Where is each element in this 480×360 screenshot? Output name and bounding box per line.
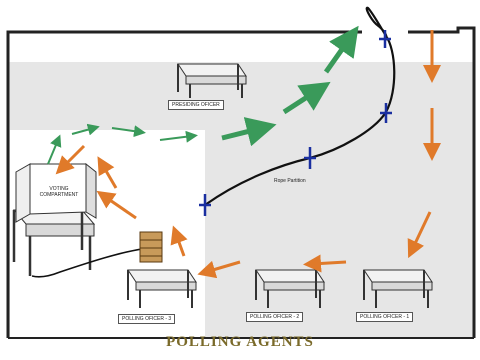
rope-post-icon	[380, 103, 392, 123]
room-wall-left-top	[6, 30, 362, 338]
ballot-cable	[31, 247, 149, 278]
rope-partition-label: Rope Partition	[274, 178, 306, 184]
room-wall-right	[408, 26, 476, 338]
polling-officer-1-label: POLLING OFICER - 1	[356, 312, 414, 322]
polling-agents-heading: POLLING AGENTS	[166, 334, 314, 350]
rope-post-icon	[199, 194, 211, 216]
polling-officer-2-table-icon	[255, 269, 325, 308]
polling-officer-2-label: POLLING OFICER - 2	[246, 312, 304, 322]
rope-partition	[204, 6, 396, 206]
ballot-box-icon	[139, 231, 163, 263]
entry-path-arrows	[55, 30, 441, 279]
exit-path-arrows	[47, 25, 359, 165]
polling-officer-3-label: POLLING OFICER - 3	[118, 314, 176, 324]
presiding-officer-label: PRESIDING OFICER	[168, 100, 224, 110]
rope-post-icon	[379, 30, 391, 48]
presiding-officer-table-icon	[177, 63, 247, 98]
polling-officer-1-table-icon	[363, 269, 433, 308]
voting-screen	[15, 162, 97, 223]
voting-compartment-label: VOTING COMPARTMENT	[39, 186, 79, 198]
polling-officer-3-table-icon	[127, 269, 197, 308]
rope-post-icon	[304, 147, 316, 169]
